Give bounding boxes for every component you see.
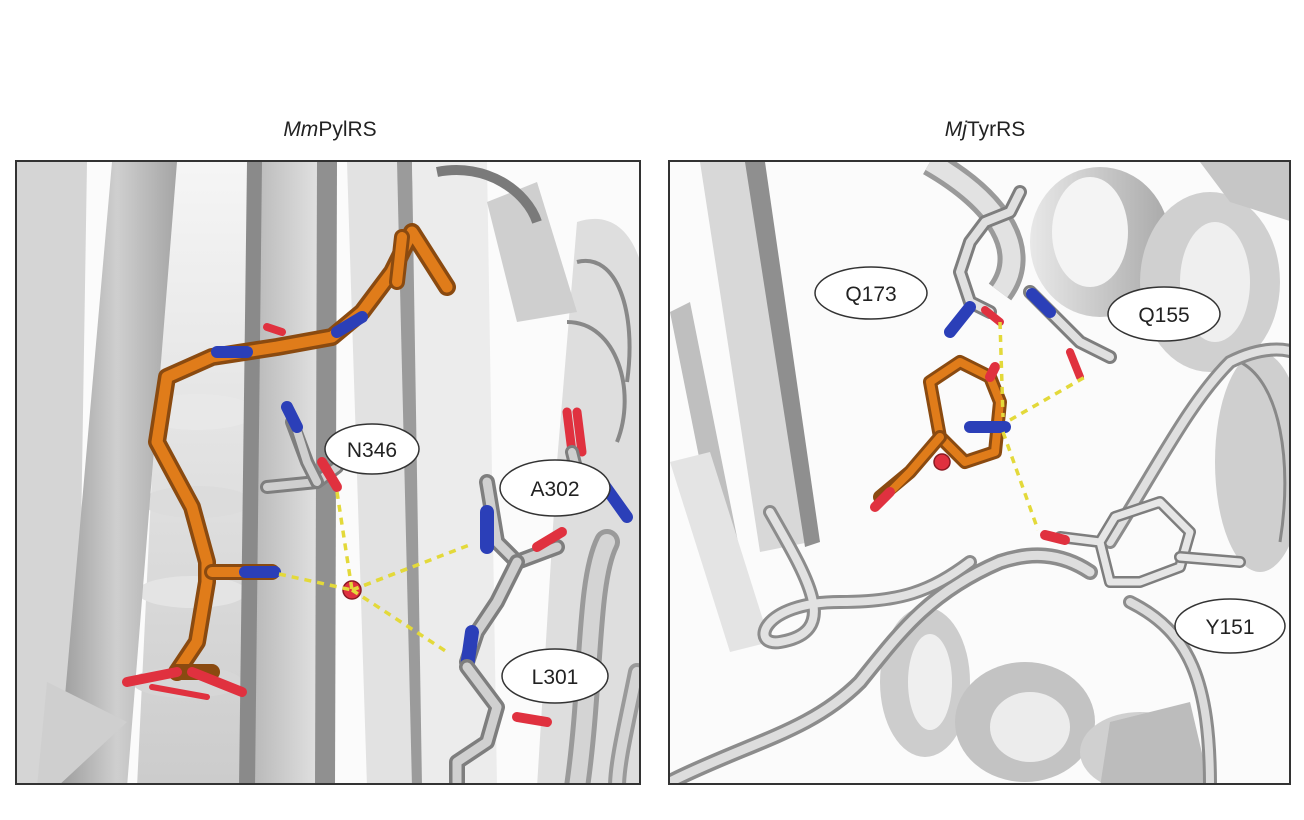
mmpylrs-structure-panel: N346 A302 L301 [15, 160, 641, 785]
svg-text:A302: A302 [530, 478, 579, 501]
label-y151: Y151 [1174, 598, 1286, 654]
svg-text:L301: L301 [532, 666, 579, 689]
ligand-pyrrolysine-analog [122, 223, 456, 700]
protein-loops [670, 342, 1289, 783]
mmpylrs-structure-illustration: N346 A302 L301 [17, 162, 639, 783]
ligand [870, 355, 1011, 512]
label-l301: L301 [501, 648, 609, 704]
ligand-oxygen [933, 453, 951, 471]
label-q173: Q173 [814, 266, 928, 320]
bottom-helices [880, 607, 1210, 783]
label-q155: Q155 [1107, 286, 1221, 342]
hydrogen-bonds [278, 491, 473, 654]
label-n346: N346 [324, 423, 420, 475]
svg-text:N346: N346 [347, 439, 397, 462]
mjtyrrs-structure-panel: Q173 Q155 Y151 [668, 160, 1291, 785]
svg-text:Q155: Q155 [1138, 304, 1189, 327]
residue-sticks [944, 185, 1246, 588]
label-a302: A302 [499, 459, 611, 517]
panel-title-mmpylrs: MmPylRS [283, 118, 377, 141]
svg-text:Q173: Q173 [845, 283, 896, 306]
beta-sheet [670, 162, 820, 652]
mjtyrrs-structure-illustration: Q173 Q155 Y151 [670, 162, 1289, 783]
protein-loops [564, 529, 639, 783]
svg-text:Y151: Y151 [1205, 616, 1254, 639]
hydrogen-bonds [998, 321, 1086, 531]
panel-title-mjtyrrs: MjTyrRS [944, 118, 1026, 141]
